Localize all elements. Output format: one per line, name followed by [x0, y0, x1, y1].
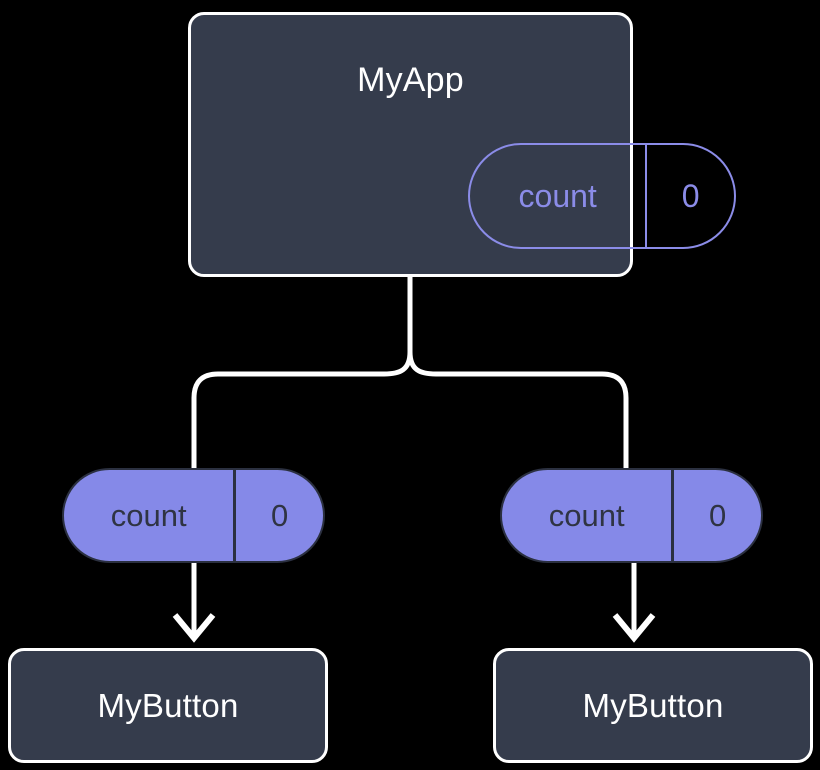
prop-pill-left[interactable]: count 0 — [62, 468, 325, 563]
component-name-mybutton: MyButton — [97, 687, 239, 724]
component-name-mybutton: MyButton — [582, 687, 724, 724]
component-name-myapp: MyApp — [357, 61, 464, 99]
prop-pill-right[interactable]: count 0 — [500, 468, 763, 563]
state-key-label: count — [518, 178, 597, 214]
component-node-myapp[interactable]: MyApp count 0 — [188, 12, 736, 277]
arrow-head-left — [172, 613, 216, 643]
prop-key-label: count — [548, 498, 625, 533]
state-pill-myapp[interactable]: count 0 — [468, 143, 736, 249]
component-node-mybutton-left[interactable]: MyButton — [8, 648, 328, 763]
prop-value-label: 0 — [233, 470, 323, 561]
prop-value-label: 0 — [671, 470, 761, 561]
arrow-head-right — [612, 613, 656, 643]
component-node-mybutton-right[interactable]: MyButton — [493, 648, 813, 763]
branch-connector-left — [191, 349, 413, 471]
state-value-label: 0 — [645, 145, 734, 247]
branch-connector-right — [407, 349, 629, 471]
prop-key-label: count — [110, 498, 187, 533]
